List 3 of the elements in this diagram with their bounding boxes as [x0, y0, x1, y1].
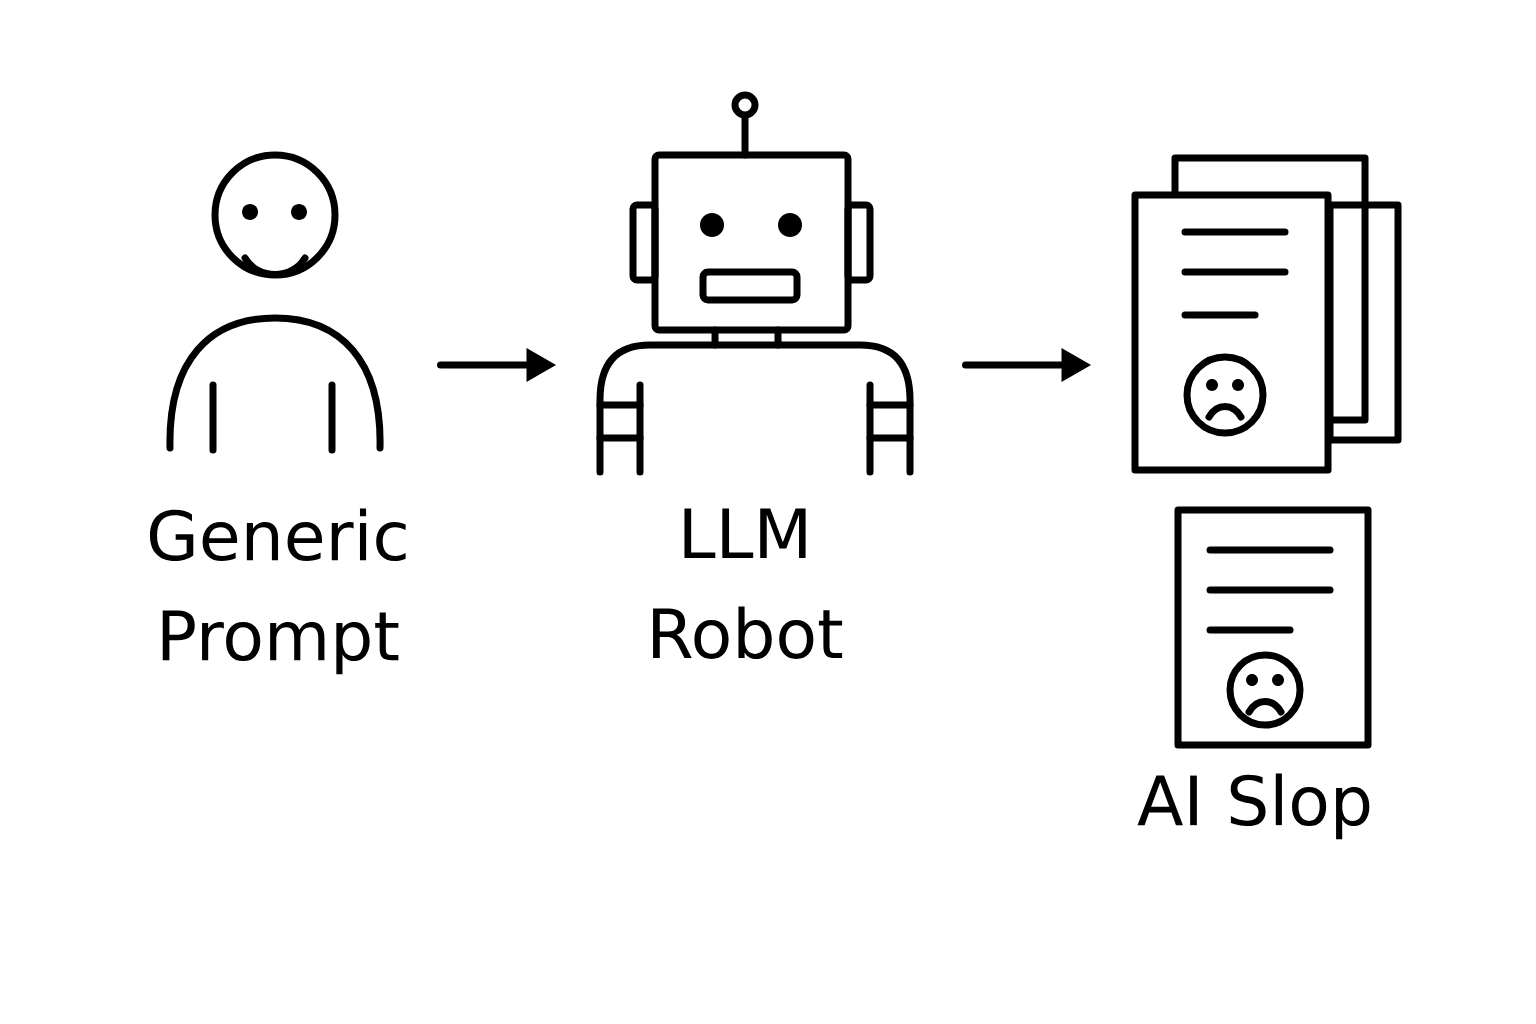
node-label: Generic Prompt: [149, 508, 406, 675]
node-label: LLM Robot: [653, 508, 843, 659]
node-label: AI Slop: [1137, 773, 1370, 840]
